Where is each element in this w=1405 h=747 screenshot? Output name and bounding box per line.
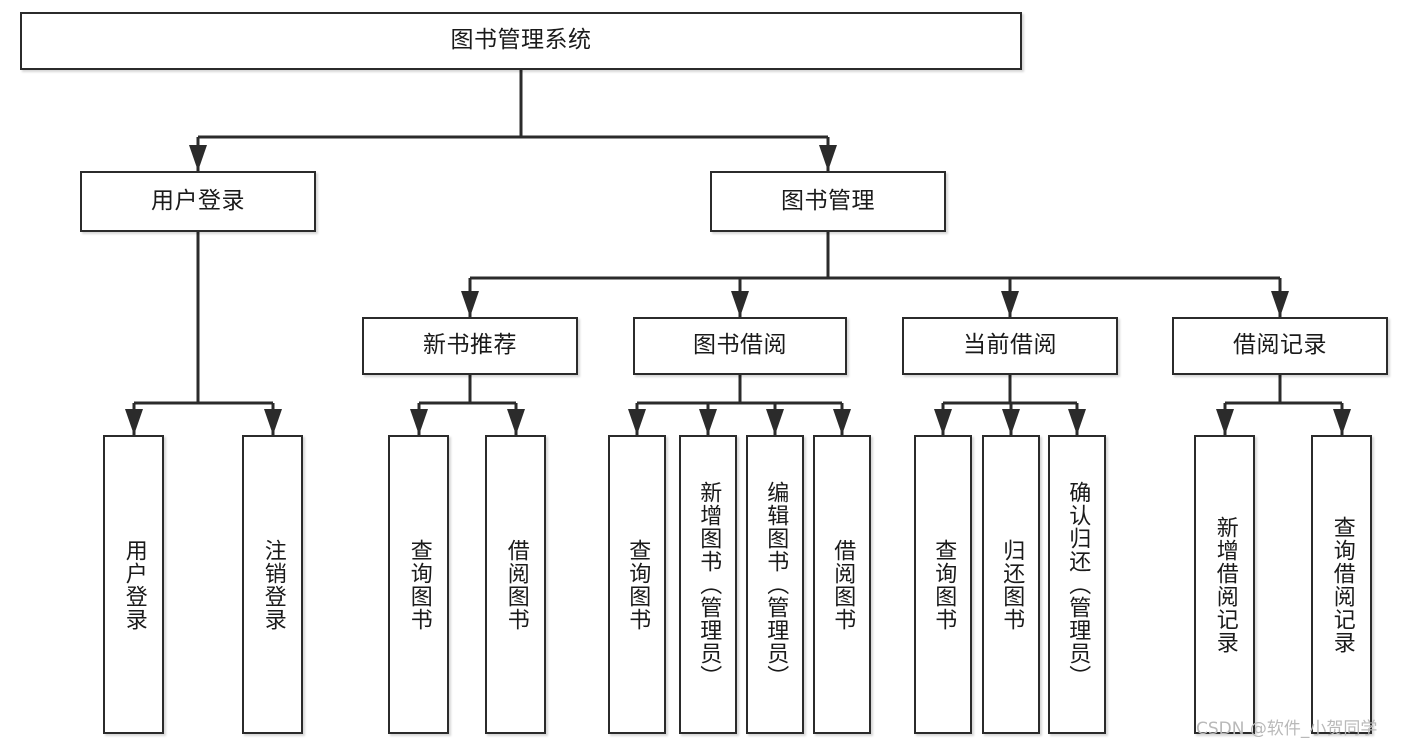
node-l11: 确认归还（管理员） <box>1048 435 1106 734</box>
node-label: 新增借阅记录 <box>1212 515 1238 654</box>
node-label: 新书推荐 <box>423 332 517 359</box>
node-l5: 查询图书 <box>608 435 666 734</box>
node-newbook: 新书推荐 <box>362 317 578 375</box>
arrowhead <box>731 291 749 317</box>
node-current: 当前借阅 <box>902 317 1118 375</box>
arrowhead <box>461 291 479 317</box>
node-label: 查询图书 <box>406 538 432 631</box>
arrowhead <box>1216 409 1234 435</box>
arrowhead <box>699 409 717 435</box>
arrowhead <box>819 145 837 171</box>
node-l4: 借阅图书 <box>485 435 546 734</box>
node-l9: 查询图书 <box>914 435 972 734</box>
arrowhead <box>264 409 282 435</box>
node-label: 新增图书（管理员） <box>696 481 722 688</box>
node-label: 借阅记录 <box>1233 332 1327 359</box>
node-l3: 查询图书 <box>388 435 449 734</box>
node-label: 注销登录 <box>260 538 286 631</box>
node-label: 图书借阅 <box>693 332 787 359</box>
node-l6: 新增图书（管理员） <box>679 435 737 734</box>
arrowhead <box>1333 409 1351 435</box>
node-borrow: 图书借阅 <box>633 317 847 375</box>
node-l12: 新增借阅记录 <box>1194 435 1255 734</box>
arrowhead <box>766 409 784 435</box>
arrowhead <box>628 409 646 435</box>
arrowhead <box>833 409 851 435</box>
node-l8: 借阅图书 <box>813 435 871 734</box>
node-l13: 查询借阅记录 <box>1311 435 1372 734</box>
node-label: 当前借阅 <box>963 332 1057 359</box>
node-label: 查询借阅记录 <box>1329 515 1355 654</box>
node-label: 用户登录 <box>121 538 147 631</box>
node-root: 图书管理系统 <box>20 12 1022 70</box>
arrowhead <box>1002 409 1020 435</box>
arrowhead <box>189 145 207 171</box>
node-l10: 归还图书 <box>982 435 1040 734</box>
node-l2: 注销登录 <box>242 435 303 734</box>
node-label: 图书管理系统 <box>450 27 592 54</box>
node-label: 编辑图书（管理员） <box>763 481 789 688</box>
arrowhead <box>125 409 143 435</box>
arrowhead <box>1271 291 1289 317</box>
arrowhead <box>1001 291 1019 317</box>
node-label: 用户登录 <box>151 187 245 214</box>
node-records: 借阅记录 <box>1172 317 1388 375</box>
arrowhead <box>507 409 525 435</box>
node-l7: 编辑图书（管理员） <box>746 435 804 734</box>
arrowhead <box>410 409 428 435</box>
node-l1: 用户登录 <box>103 435 164 734</box>
node-label: 借阅图书 <box>830 538 856 631</box>
node-label: 借阅图书 <box>503 538 529 631</box>
node-label: 归还图书 <box>999 538 1025 631</box>
node-bookmgmt: 图书管理 <box>710 171 946 232</box>
node-label: 确认归还（管理员） <box>1065 481 1091 688</box>
node-login: 用户登录 <box>80 171 316 232</box>
node-label: 查询图书 <box>931 538 957 631</box>
arrowhead <box>934 409 952 435</box>
node-label: 查询图书 <box>625 538 651 631</box>
node-label: 图书管理 <box>781 187 875 214</box>
arrowhead <box>1068 409 1086 435</box>
